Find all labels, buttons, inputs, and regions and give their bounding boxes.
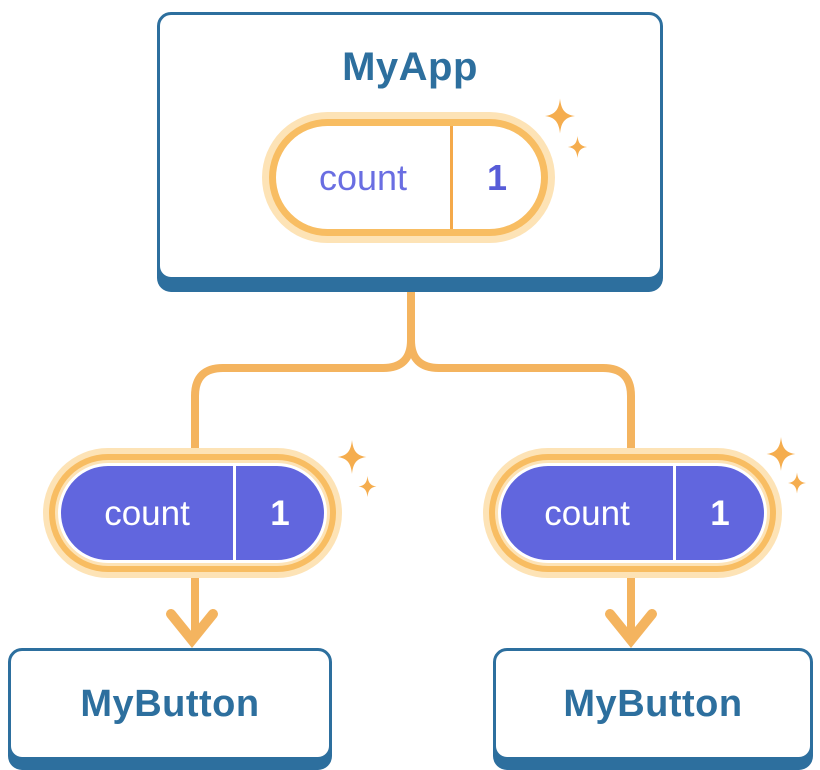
state-name-label: count — [318, 156, 408, 198]
state-name-label: count — [104, 493, 190, 533]
component-title: MyApp — [342, 45, 478, 89]
component-title: MyButton — [563, 683, 743, 725]
component-title: MyButton — [80, 683, 260, 725]
pill-divider — [673, 466, 676, 560]
state-value-label: 1 — [270, 493, 290, 533]
branch-path-right — [407, 290, 635, 637]
pill-divider — [233, 466, 236, 560]
root-state-pill: count 1 — [276, 126, 541, 229]
state-value-label: 1 — [486, 156, 508, 198]
arrow-down-icon — [605, 609, 657, 648]
mybutton-card-right: MyButton — [493, 648, 813, 760]
pill-divider — [450, 126, 453, 229]
arrow-down-icon — [166, 609, 218, 648]
child-state-pill-right: count 1 — [498, 463, 767, 563]
state-name-label: count — [544, 493, 630, 533]
state-value-label: 1 — [710, 493, 730, 533]
mybutton-card-left: MyButton — [8, 648, 332, 760]
child-state-pill-left: count 1 — [58, 463, 327, 563]
